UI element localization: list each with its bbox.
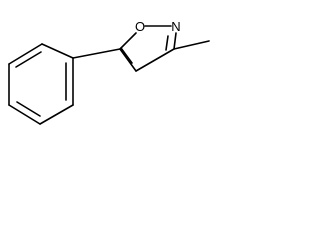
bond-phenyl-5 <box>39 104 74 125</box>
bond-phenyl-inner-1 <box>15 51 42 68</box>
structure-canvas: O N <box>0 0 214 142</box>
bond-c3-methyl <box>173 40 210 50</box>
bond-phenyl-4 <box>8 104 41 125</box>
molecule-structure: O N <box>8 19 210 125</box>
bond-c5-o <box>119 32 137 50</box>
bond-c3-c3-inner <box>165 35 169 51</box>
bond-c3-c4 <box>135 48 175 72</box>
bond-phenyl-1 <box>41 43 74 59</box>
atom-oxygen-label: O <box>135 19 145 34</box>
bond-phenyl-2 <box>8 43 43 65</box>
bond-c5-phenyl <box>72 48 121 59</box>
bond-c4-c5 <box>119 48 137 72</box>
bond-n-c3 <box>173 32 177 50</box>
bond-c4-c5-inner <box>120 47 133 64</box>
atom-nitrogen-label: N <box>171 19 180 34</box>
bond-phenyl-inner-2 <box>16 101 41 117</box>
